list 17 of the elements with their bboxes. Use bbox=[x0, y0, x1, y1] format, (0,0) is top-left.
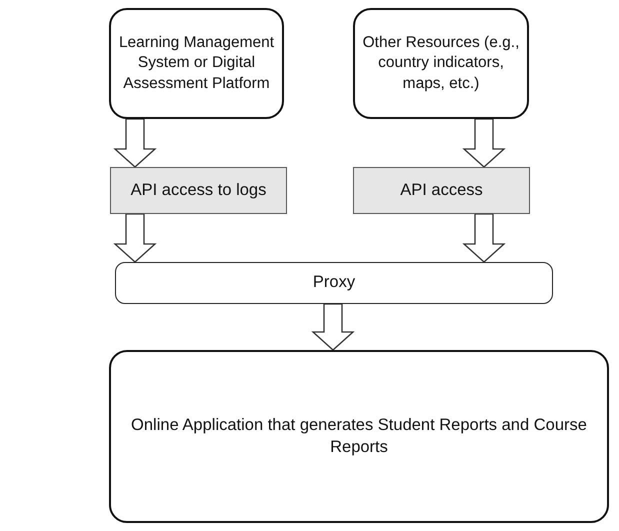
block-arrow bbox=[462, 213, 506, 263]
node-label: Learning Management System or Digital Assessment Platform bbox=[118, 33, 276, 94]
block-arrow bbox=[113, 118, 157, 168]
block-arrow bbox=[113, 213, 157, 263]
node-label: API access to logs bbox=[130, 180, 268, 201]
api-access-box bbox=[110, 167, 287, 214]
api-access-box bbox=[353, 167, 530, 214]
rounded-box bbox=[353, 8, 529, 119]
node-label: Other Resources (e.g., country indicators, maps, etc.) bbox=[362, 33, 520, 94]
node-label: Online Application that generates Student Reports and Course Reports bbox=[130, 415, 588, 458]
node-label: Proxy bbox=[312, 272, 356, 294]
rounded-box bbox=[109, 350, 609, 523]
block-arrow bbox=[311, 303, 355, 351]
proxy-box bbox=[115, 262, 553, 304]
block-arrow bbox=[462, 118, 506, 168]
rounded-box bbox=[109, 8, 284, 119]
node-label: API access bbox=[399, 180, 484, 201]
